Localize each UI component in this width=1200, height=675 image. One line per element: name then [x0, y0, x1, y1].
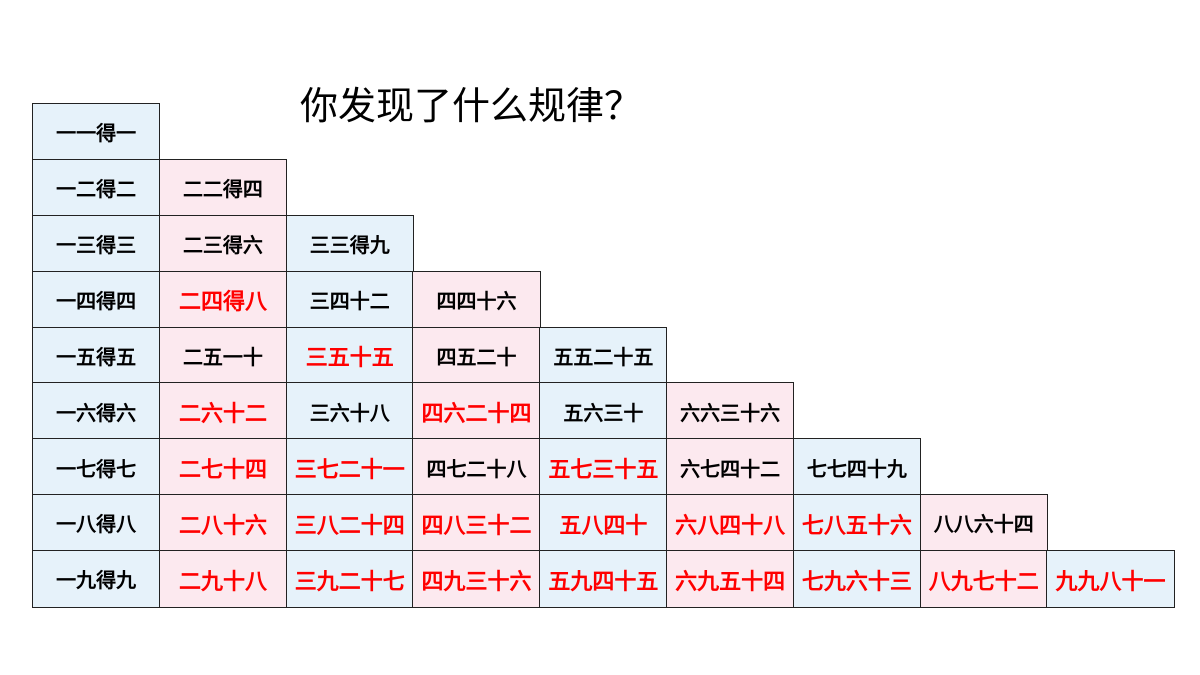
table-cell: 七七四十九: [792, 438, 922, 496]
table-cell: 一九得九: [32, 550, 161, 608]
table-cell: 八九七十二: [919, 550, 1048, 608]
table-cell: 三四十二: [285, 270, 414, 329]
table-cell: 四九三十六: [412, 550, 541, 608]
table-row-8: 一八得八 二八十六 三八二十四 四八三十二 五八四十 六八四十八 七八五十六 八…: [32, 494, 1173, 552]
table-cell: 一五得五: [32, 326, 161, 384]
page-title: 你发现了什么规律？: [300, 84, 643, 128]
table-row-1: 一一得一: [32, 103, 1173, 161]
table-row-7: 一七得七 二七十四 三七二十一 四七二十八 五七三十五 六七四十二 七七四十九: [32, 438, 1173, 496]
table-cell: 七九六十三: [792, 550, 922, 608]
table-cell: 四六二十四: [412, 382, 541, 440]
table-cell: 六九五十四: [665, 550, 795, 608]
table-cell: 二三得六: [158, 214, 288, 273]
table-row-9: 一九得九 二九十八 三九二十七 四九三十六 五九四十五 六九五十四 七九六十三 …: [32, 550, 1175, 608]
table-cell: 六七四十二: [665, 438, 795, 496]
table-cell: 二八十六: [158, 494, 288, 552]
table-cell: 五九四十五: [539, 550, 668, 608]
table-row-4: 一四得四 二四得八 三四十二 四四十六: [32, 270, 1173, 329]
table-cell: 六八四十八: [665, 494, 795, 552]
table-cell: 九九八十一: [1046, 550, 1175, 608]
table-row-5: 一五得五 二五一十 三五十五 四五二十 五五二十五: [32, 326, 1173, 384]
table-cell: 一一得一: [32, 103, 161, 161]
table-cell: 五七三十五: [539, 438, 668, 496]
table-cell: 四四十六: [412, 270, 541, 329]
table-cell: 四七二十八: [412, 438, 541, 496]
table-cell: 一八得八: [32, 494, 161, 552]
table-cell: 一四得四: [32, 270, 161, 329]
table-cell: 二四得八: [158, 270, 288, 329]
table-cell: 六六三十六: [665, 382, 795, 440]
table-cell: 三六十八: [285, 382, 414, 440]
table-cell: 三九二十七: [285, 550, 414, 608]
table-cell: 三八二十四: [285, 494, 414, 552]
multiplication-table: 一一得一 一二得二 二二得四 一三得三 二三得六 三三得九 一四得四 二四得八 …: [32, 103, 1175, 608]
table-row-3: 一三得三 二三得六 三三得九: [32, 214, 1173, 273]
table-cell: 五五二十五: [539, 326, 668, 384]
table-cell: 三七二十一: [285, 438, 414, 496]
table-cell: 三五十五: [285, 326, 414, 384]
table-cell: 八八六十四: [919, 494, 1048, 552]
table-cell: 二六十二: [158, 382, 288, 440]
table-cell: 二七十四: [158, 438, 288, 496]
table-cell: 五八四十: [539, 494, 668, 552]
table-cell: 二二得四: [158, 158, 288, 217]
table-cell: 一三得三: [32, 214, 161, 273]
table-cell: 二九十八: [158, 550, 288, 608]
table-row-6: 一六得六 二六十二 三六十八 四六二十四 五六三十 六六三十六: [32, 382, 1173, 440]
table-cell: 一二得二: [32, 158, 161, 217]
table-cell: 一七得七: [32, 438, 161, 496]
table-row-2: 一二得二 二二得四: [32, 158, 1173, 217]
table-cell: 四八三十二: [412, 494, 541, 552]
table-cell: 七八五十六: [792, 494, 922, 552]
table-cell: 五六三十: [539, 382, 668, 440]
table-cell: 四五二十: [412, 326, 541, 384]
table-cell: 三三得九: [285, 214, 414, 273]
table-cell: 二五一十: [158, 326, 288, 384]
table-cell: 一六得六: [32, 382, 161, 440]
